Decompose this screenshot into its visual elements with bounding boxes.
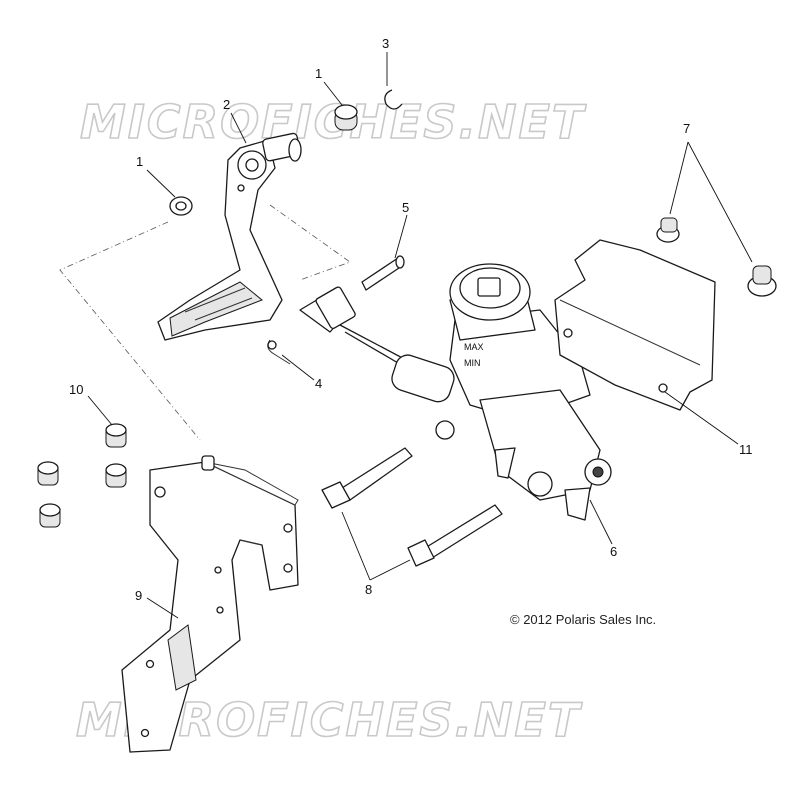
callout-8: 8: [365, 582, 372, 597]
callout-7: 7: [683, 121, 690, 136]
reservoir-max-mark: MAX: [464, 342, 484, 352]
callout-3: 3: [382, 36, 389, 51]
e-clip-part: [384, 89, 403, 110]
reservoir-min-mark: MIN: [464, 358, 481, 368]
callout-9: 9: [135, 588, 142, 603]
callout-6: 6: [610, 544, 617, 559]
brake-pedal-part: [157, 132, 302, 341]
callout-1-top: 1: [315, 66, 322, 81]
bolt-lower-part: [407, 504, 503, 567]
shield-plate-part: [554, 239, 716, 411]
callout-11: 11: [739, 442, 753, 457]
nut-10-left-part: [37, 461, 59, 486]
phantom-lines: [59, 204, 351, 441]
master-cylinder-part: MAX MIN: [299, 263, 612, 521]
cotter-pin-part: [267, 339, 291, 365]
watermark-top: MICROFICHES.NET: [80, 95, 587, 149]
flange-nut-lower-part: [747, 265, 777, 297]
callout-10: 10: [69, 382, 83, 397]
nut-10-mid-part: [105, 463, 127, 488]
nut-10-bottom-part: [39, 503, 61, 528]
flange-nut-upper-part: [656, 217, 680, 243]
callout-1-left: 1: [136, 154, 143, 169]
mounting-bracket-part: [121, 455, 299, 753]
bushing-top-part: [334, 104, 358, 131]
bushing-left-part: [169, 196, 193, 216]
bolt-upper-part: [321, 447, 413, 509]
leader-lines: [87, 52, 753, 619]
clevis-pin-part: [361, 255, 405, 291]
nut-10-top-part: [105, 423, 127, 448]
copyright-notice: © 2012 Polaris Sales Inc.: [510, 612, 656, 627]
callout-4: 4: [315, 376, 322, 391]
callout-5: 5: [402, 200, 409, 215]
callout-2: 2: [223, 97, 230, 112]
